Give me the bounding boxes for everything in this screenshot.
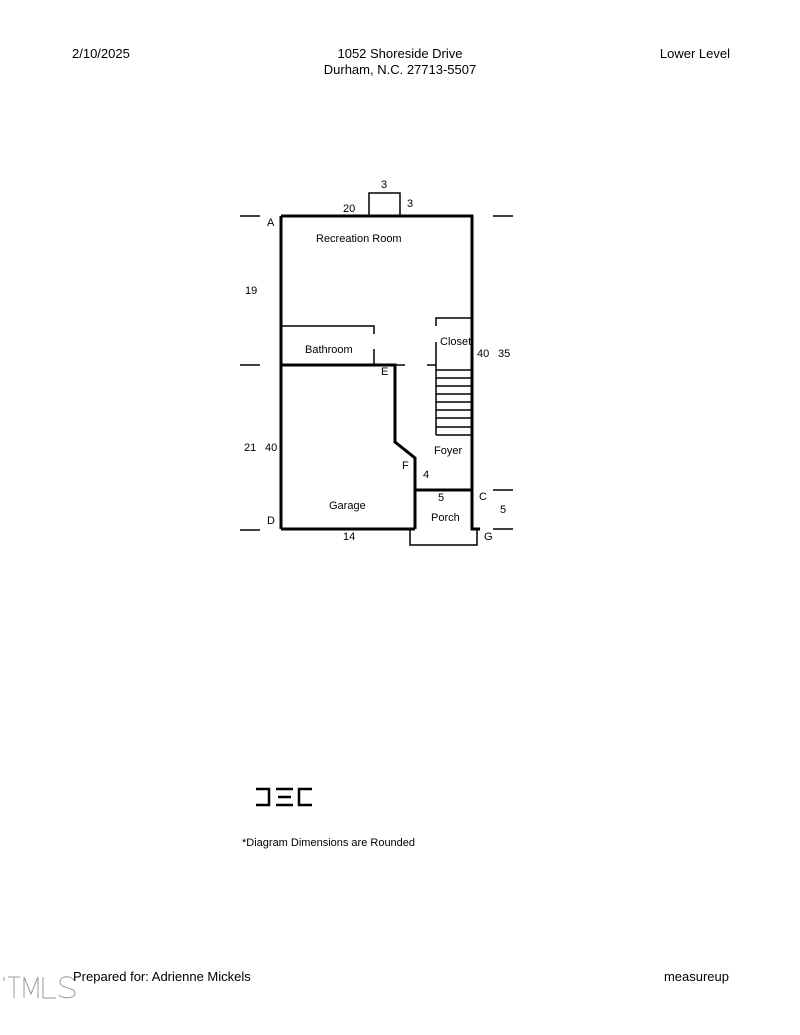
room-recreation: Recreation Room [316, 233, 402, 245]
tmls-watermark [3, 976, 76, 999]
dim-left-lower-inner: 40 [265, 442, 277, 454]
dim-top: 20 [343, 203, 355, 215]
room-garage: Garage [329, 500, 366, 512]
date: 2/10/2025 [72, 46, 130, 61]
address-line-2: Durham, N.C. 27713-5507 [323, 62, 477, 77]
dim-foyer-step: 4 [423, 469, 429, 481]
point-c: C [479, 491, 487, 503]
room-porch: Porch [431, 512, 460, 524]
point-e: E [381, 366, 388, 378]
dim-left-lower-outer: 21 [244, 442, 256, 454]
dim-porch-width: 5 [438, 492, 444, 504]
dim-right-outer: 35 [498, 348, 510, 360]
room-closet: Closet [440, 336, 471, 348]
prepared-for: Prepared for: Adrienne Mickels [73, 969, 251, 984]
rounding-note: *Diagram Dimensions are Rounded [242, 837, 416, 849]
level-label: Lower Level [659, 46, 730, 61]
room-bathroom: Bathroom [305, 344, 353, 356]
room-foyer: Foyer [434, 445, 462, 457]
dim-left-upper: 19 [245, 285, 257, 297]
brand-label: measureup [663, 969, 729, 984]
point-d: D [267, 515, 275, 527]
point-f: F [402, 460, 409, 472]
dim-porch-depth: 5 [500, 504, 506, 516]
dim-bump-width: 3 [381, 179, 387, 191]
point-a: A [267, 217, 275, 229]
dec-logo [256, 787, 312, 807]
address-line-1: 1052 Shoreside Drive [337, 46, 463, 61]
stairs [436, 369, 472, 428]
dim-right-inner: 40 [477, 348, 489, 360]
point-g: G [484, 531, 493, 543]
dim-bump-depth: 3 [407, 198, 413, 210]
dim-bottom: 14 [343, 531, 355, 543]
